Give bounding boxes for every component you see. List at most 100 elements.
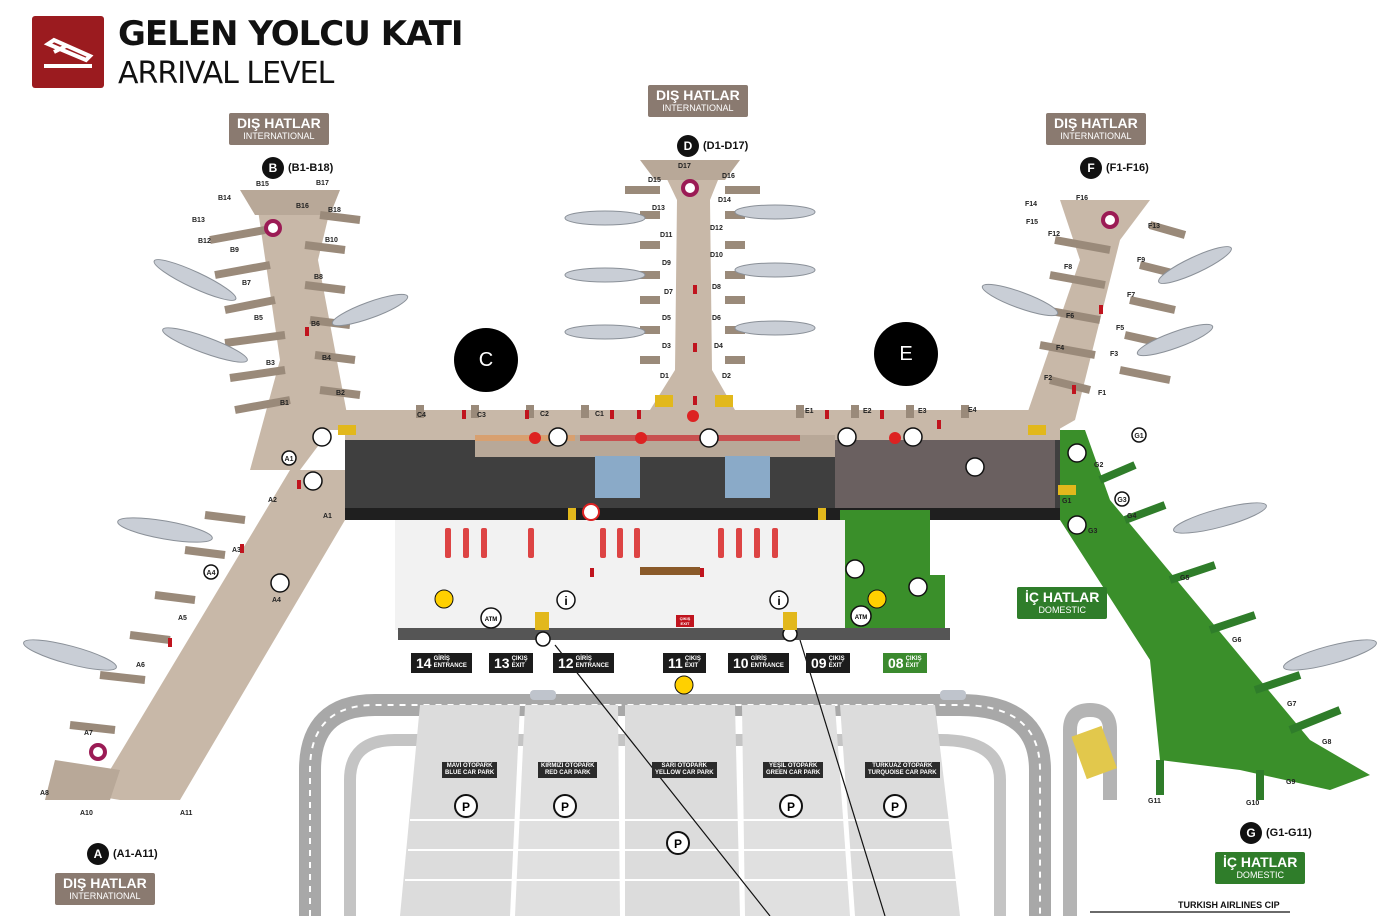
svg-text:G8: G8	[1322, 739, 1331, 746]
arrivals-plane-icon	[32, 16, 104, 88]
svg-text:D10: D10	[710, 252, 723, 259]
svg-text:F14: F14	[1025, 201, 1037, 208]
svg-text:ATM: ATM	[485, 617, 498, 623]
cip-label: TURKISH AIRLINES CIP	[1178, 900, 1280, 910]
svg-text:B18: B18	[328, 207, 341, 214]
page-title: GELEN YOLCU KATI	[118, 14, 464, 54]
svg-text:D13: D13	[652, 205, 665, 212]
pier-a	[45, 470, 345, 800]
svg-text:D4: D4	[714, 343, 723, 350]
svg-text:D5: D5	[662, 315, 671, 322]
svg-text:A4: A4	[272, 597, 281, 604]
svg-text:A6: A6	[136, 662, 145, 669]
svg-text:F2: F2	[1044, 375, 1052, 382]
leader-lines	[554, 639, 1290, 916]
svg-text:F12: F12	[1048, 231, 1060, 238]
svg-text:G6: G6	[1232, 637, 1241, 644]
svg-text:ÇIKIŞ: ÇIKIŞ	[680, 616, 691, 621]
svg-text:i: i	[777, 594, 780, 608]
svg-text:P: P	[787, 800, 795, 814]
svg-text:B6: B6	[311, 321, 320, 328]
svg-text:F3: F3	[1110, 351, 1118, 358]
gate-marker-icons: A1 A4 G1 G3	[203, 427, 1147, 580]
arrivals-hall	[395, 520, 950, 640]
pier-f-tag: F(F1-F16)	[1080, 157, 1149, 179]
svg-text:G1: G1	[1062, 498, 1071, 505]
svg-text:F4: F4	[1056, 345, 1064, 352]
svg-text:G7: G7	[1287, 701, 1296, 708]
svg-text:P: P	[891, 800, 899, 814]
svg-text:B2: B2	[336, 390, 345, 397]
svg-text:E4: E4	[968, 407, 977, 414]
svg-text:A10: A10	[80, 810, 93, 817]
svg-text:G9: G9	[1286, 779, 1295, 786]
svg-text:D8: D8	[712, 284, 721, 291]
person-icons	[168, 285, 1103, 647]
svg-text:D16: D16	[722, 173, 735, 180]
svg-text:B8: B8	[314, 274, 323, 281]
svg-text:G10: G10	[1246, 800, 1259, 807]
pier-g-tag: G(G1-G11)	[1240, 822, 1312, 844]
svg-text:i: i	[564, 594, 567, 608]
pier-d-tag: D(D1-D17)	[677, 135, 748, 157]
svg-text:B9: B9	[230, 247, 239, 254]
svg-text:P: P	[674, 837, 682, 851]
svg-text:F7: F7	[1127, 292, 1135, 299]
parking-icons: P P P P P	[454, 794, 907, 855]
svg-text:D17: D17	[678, 163, 691, 170]
svg-text:B17: B17	[316, 180, 329, 187]
svg-text:A5: A5	[178, 615, 187, 622]
svg-text:B14: B14	[218, 195, 231, 202]
svg-text:D3: D3	[662, 343, 671, 350]
svg-text:B4: B4	[322, 355, 331, 362]
meeting-point-icons	[89, 179, 1119, 761]
svg-text:D2: D2	[722, 373, 731, 380]
svg-text:D14: D14	[718, 197, 731, 204]
baggage-belts	[475, 410, 901, 444]
svg-text:A8: A8	[40, 790, 49, 797]
svg-text:B12: B12	[198, 238, 211, 245]
domestic-gate-stubs	[1098, 461, 1342, 800]
car-icons	[530, 690, 966, 700]
svg-text:A1: A1	[285, 456, 294, 463]
svg-text:F8: F8	[1064, 264, 1072, 271]
pier-g	[1060, 430, 1370, 790]
svg-text:A3: A3	[232, 547, 241, 554]
svg-text:A7: A7	[84, 730, 93, 737]
pier-b-tag: B(B1-B18)	[262, 157, 333, 179]
svg-text:D6: D6	[712, 315, 721, 322]
svg-text:D1: D1	[660, 373, 669, 380]
gate-labels: B1 B2 B3 B4 B5 B6 B7 B8 B9 B10 B12 B13 B…	[40, 163, 1331, 817]
svg-text:D7: D7	[664, 289, 673, 296]
svg-text:F13: F13	[1148, 223, 1160, 230]
svg-text:G5: G5	[1180, 575, 1189, 582]
svg-text:B10: B10	[325, 237, 338, 244]
svg-text:G4: G4	[1127, 513, 1136, 520]
svg-text:F15: F15	[1026, 219, 1038, 226]
svg-text:F5: F5	[1116, 325, 1124, 332]
zone-e-marker: E	[874, 322, 938, 386]
svg-text:C4: C4	[417, 412, 426, 419]
svg-text:A4: A4	[207, 570, 216, 577]
parking-blocks	[400, 705, 965, 916]
svg-text:A1: A1	[323, 513, 332, 520]
pier-d	[640, 160, 740, 410]
svg-text:F9: F9	[1137, 257, 1145, 264]
svg-text:B1: B1	[280, 400, 289, 407]
pier-a-tag: A(A1-A11)	[87, 843, 158, 865]
